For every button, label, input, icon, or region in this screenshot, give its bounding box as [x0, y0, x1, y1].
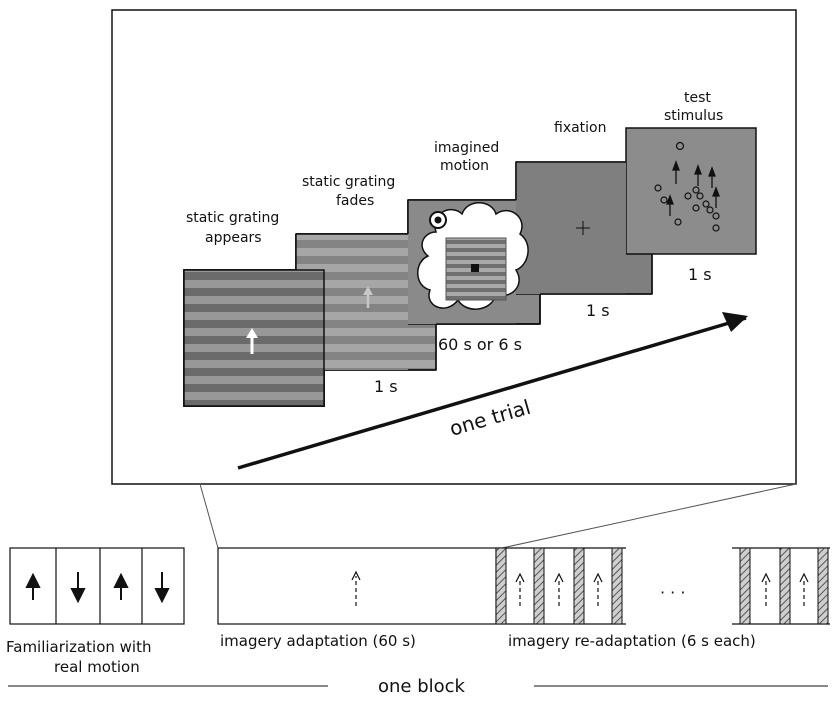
adaptation-label: imagery adaptation (60 s)	[220, 632, 416, 650]
label-fade-duration: 1 s	[374, 377, 398, 396]
imagined-arrow-icon	[351, 570, 361, 606]
adaptation-box	[217, 547, 497, 625]
zoom-connector-right	[501, 483, 797, 549]
label-imagined-2: motion	[440, 158, 489, 174]
test-dots	[654, 141, 720, 232]
label-imagined-duration: 60 s or 6 s	[438, 335, 522, 354]
label-fixation-duration: 1 s	[586, 301, 610, 320]
label-fixation: fixation	[554, 120, 607, 136]
zoom-connector-left	[199, 483, 219, 549]
trial-panel-frame	[111, 9, 797, 485]
ellipsis: · · ·	[660, 583, 685, 602]
label-test-2: stimulus	[664, 108, 723, 124]
block-label: one block	[378, 676, 466, 697]
label-grating-fades-1: static grating	[302, 174, 395, 190]
label-test-duration: 1 s	[688, 265, 712, 284]
label-grating-fades-2: fades	[336, 193, 374, 209]
label-test-1: test	[684, 90, 711, 106]
familiarization-label-2: real motion	[54, 658, 140, 676]
familiarization-label-1: Familiarization with	[6, 638, 151, 656]
trial-arrow	[237, 316, 747, 470]
test-motion-arrows	[666, 160, 720, 216]
real-motion-arrows	[25, 572, 170, 604]
label-grating-appears-1: static grating	[186, 210, 279, 226]
readaptation-arrow-icons	[515, 572, 809, 606]
readaptation-label: imagery re-adaptation (6 s each)	[508, 632, 756, 650]
label-grating-appears-2: appears	[205, 230, 262, 246]
readaptation-segments	[495, 547, 830, 625]
label-imagined-1: imagined	[434, 140, 499, 156]
frame-test-stimulus	[625, 127, 757, 255]
trial-arrowhead	[722, 312, 748, 332]
